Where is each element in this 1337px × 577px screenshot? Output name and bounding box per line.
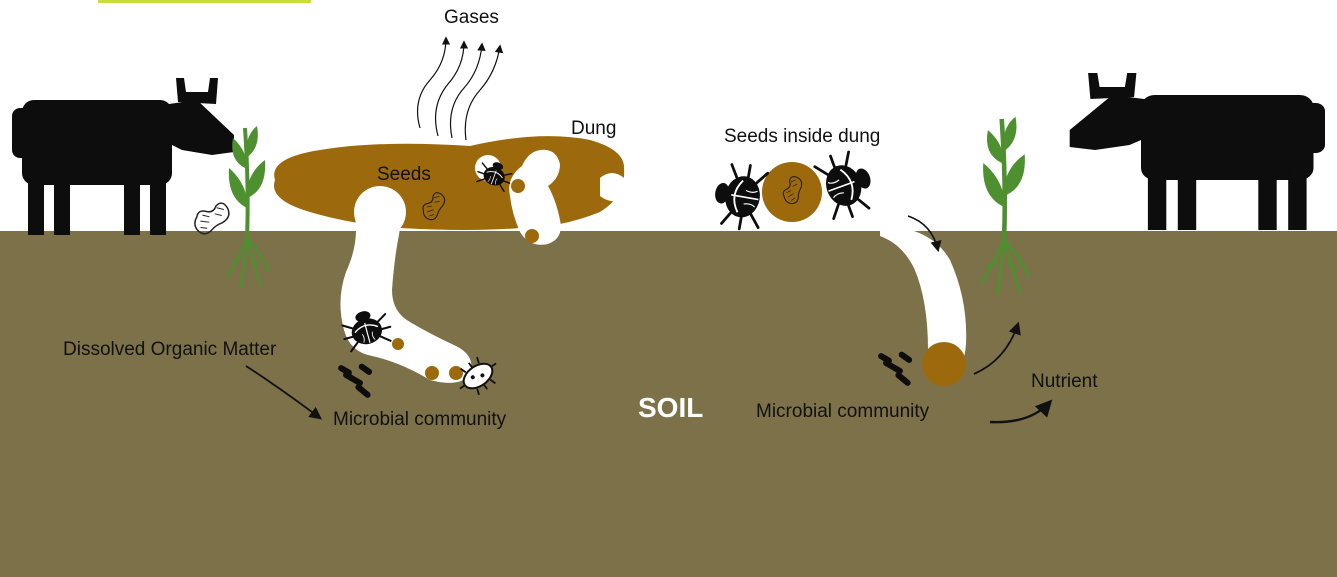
label-microbial-community-right: Microbial community: [756, 402, 929, 421]
dung-beetle-icon: [813, 146, 880, 223]
label-nutrient: Nutrient: [1031, 372, 1098, 391]
label-microbial-community-left: Microbial community: [333, 410, 506, 429]
dung-beetle-icon: [710, 160, 769, 232]
dung-ball: [392, 338, 404, 350]
label-seeds: Seeds: [377, 165, 431, 184]
label-soil: SOIL: [638, 394, 703, 422]
dung-ball-with-seeds: [762, 162, 822, 222]
gas-arrow-icon: [418, 38, 500, 140]
header-accent-bar: [98, 0, 311, 3]
label-dung: Dung: [571, 119, 616, 138]
dung-pat: [274, 136, 624, 230]
peanut-seed-icon: [191, 201, 234, 236]
dung-ball: [511, 179, 525, 193]
cow-icon: [1070, 73, 1325, 230]
label-seeds-inside-dung: Seeds inside dung: [724, 127, 880, 146]
buried-dung-ball: [922, 342, 966, 386]
dung-ball: [449, 366, 463, 380]
label-gases: Gases: [444, 8, 499, 27]
label-dissolved-organic-matter: Dissolved Organic Matter: [63, 340, 276, 359]
dung-ball: [425, 366, 439, 380]
dung-ball: [525, 229, 539, 243]
